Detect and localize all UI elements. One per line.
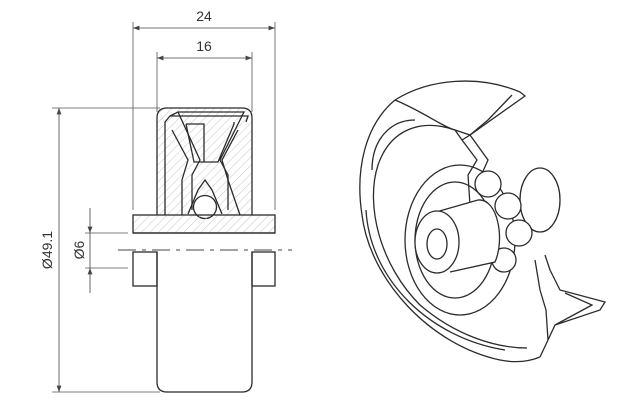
ball-1 [474, 170, 502, 198]
extension-lines [52, 22, 276, 393]
dim-label-24: 24 [196, 8, 212, 24]
section-view [52, 22, 292, 393]
hub-bore [426, 228, 448, 260]
dim-label-bore-diameter: Ø6 [71, 240, 87, 259]
ball-3 [505, 219, 533, 247]
ball-2 [494, 192, 522, 220]
shell-fold-bottom [534, 254, 607, 358]
hub-right [251, 251, 276, 287]
tire-lower [156, 252, 253, 393]
outer-shell [359, 80, 541, 363]
dim-label-outer-diameter: Ø49.1 [39, 231, 55, 269]
hub-band [132, 214, 276, 234]
isometric-cutaway-view [359, 80, 607, 363]
hub-left [132, 251, 158, 287]
dim-label-16: 16 [196, 38, 212, 54]
